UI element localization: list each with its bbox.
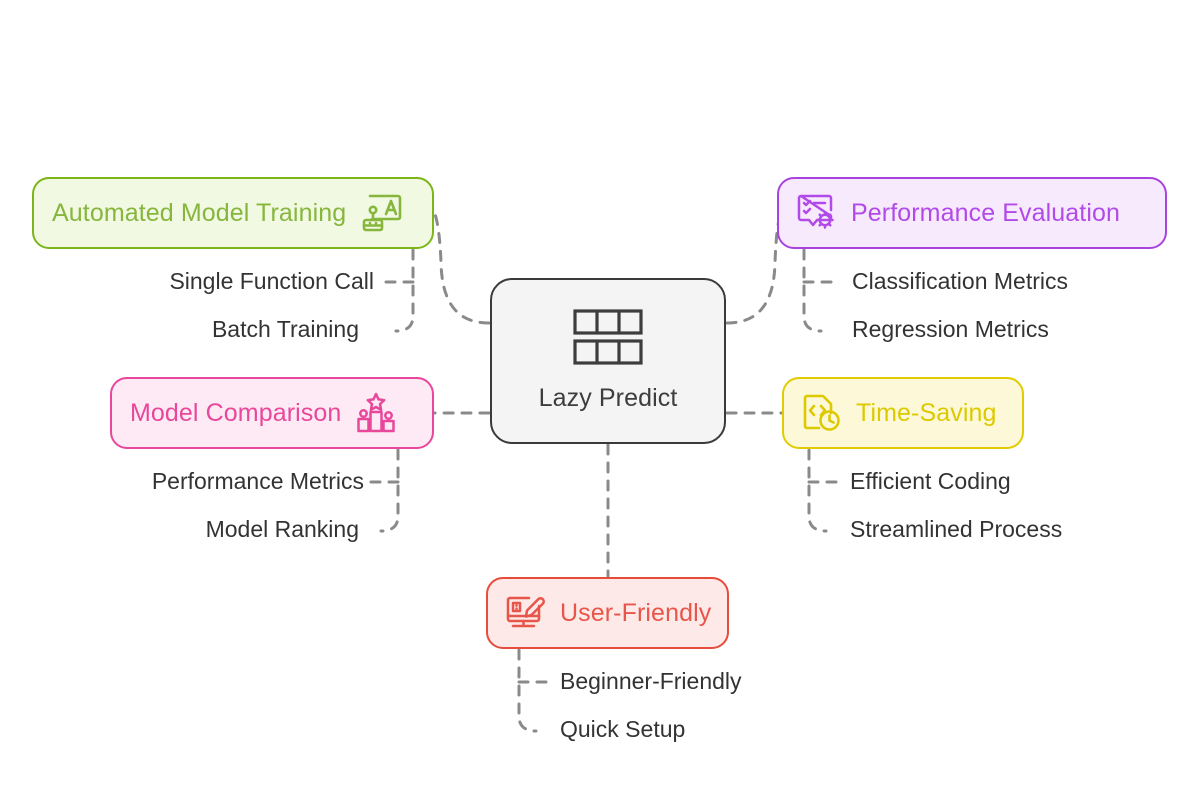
sub-item-streamlined-process[interactable]: Streamlined Process: [850, 516, 1063, 542]
checklist-gear-icon: [796, 192, 838, 234]
center-node-label: Lazy Predict: [538, 384, 678, 412]
connector-user-sub-trunk: [517, 648, 538, 733]
branch-time-saving[interactable]: Time-Saving: [782, 377, 1024, 449]
sub-item-model-ranking[interactable]: Model Ranking: [205, 516, 359, 542]
connector-center-to-performance: [725, 211, 784, 325]
sub-item-performance-metrics[interactable]: Performance Metrics: [151, 468, 364, 494]
connector-comparison-sub-trunk: [379, 448, 400, 533]
branch-user-friendly[interactable]: User-Friendly: [486, 577, 729, 649]
sub-item-beginner-friendly[interactable]: Beginner-Friendly: [560, 668, 742, 694]
branch-performance-evaluation[interactable]: Performance Evaluation: [777, 177, 1167, 249]
branch-automated-model-training[interactable]: Automated Model Training: [32, 177, 434, 249]
table-grid-icon: [573, 309, 643, 370]
connector-performance-sub-trunk: [802, 248, 823, 333]
branch-label: Performance Evaluation: [851, 198, 1121, 227]
connector-time-sub-trunk: [807, 448, 828, 533]
sub-item-batch-training[interactable]: Batch Training: [211, 316, 359, 342]
branch-label: Model Comparison: [130, 398, 342, 427]
connector-center-to-training: [432, 211, 491, 325]
podium-ranking-icon: [355, 392, 397, 434]
code-file-clock-icon: [801, 392, 843, 434]
branch-label: User-Friendly: [560, 598, 712, 627]
connector-training-sub-trunk: [394, 248, 415, 333]
branch-label: Time-Saving: [856, 398, 997, 427]
sub-item-efficient-coding[interactable]: Efficient Coding: [850, 468, 1011, 494]
sub-item-single-function-call[interactable]: Single Function Call: [169, 268, 374, 294]
sub-item-classification-metrics[interactable]: Classification Metrics: [852, 268, 1068, 294]
robot-training-icon: [360, 193, 402, 233]
branch-model-comparison[interactable]: Model Comparison: [110, 377, 434, 449]
center-node[interactable]: Lazy Predict: [490, 278, 726, 444]
sub-item-quick-setup[interactable]: Quick Setup: [560, 716, 686, 742]
sub-item-regression-metrics[interactable]: Regression Metrics: [852, 316, 1049, 342]
branch-label: Automated Model Training: [52, 198, 347, 227]
monitor-pencil-icon: [505, 593, 547, 633]
